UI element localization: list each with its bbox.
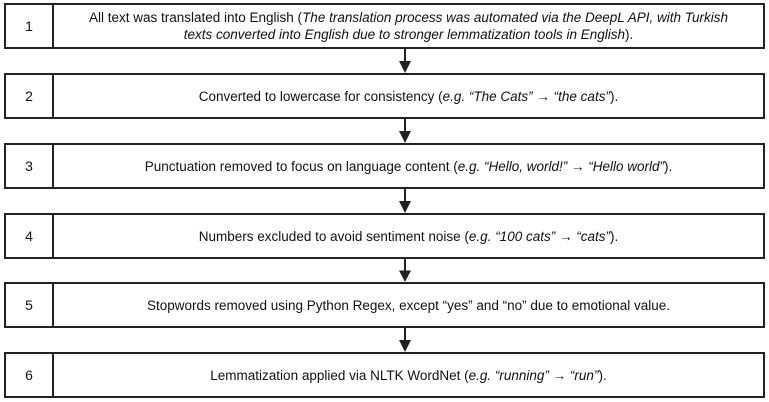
down-arrow-icon <box>399 189 411 213</box>
step-number: 6 <box>6 354 54 396</box>
italic-note: e.g. “running” → “run” <box>468 367 599 383</box>
text-segment: Converted to lowercase for consistency ( <box>198 88 443 104</box>
down-arrow-icon <box>399 119 411 143</box>
text-segment: Numbers excluded to avoid sentiment nois… <box>198 228 469 244</box>
step-number: 4 <box>6 215 54 257</box>
text-segment: All text was translated into English ( <box>88 10 303 25</box>
step-number: 1 <box>6 5 54 47</box>
text-segment: ). <box>664 158 673 174</box>
down-arrow-icon <box>399 328 411 352</box>
text-segment: ). <box>609 88 619 104</box>
step-description: Stopwords removed using Python Regex, ex… <box>54 284 763 326</box>
step-5-box: 5 Stopwords removed using Python Regex, e… <box>4 282 765 328</box>
text-segment: Punctuation removed to focus on language… <box>144 158 458 174</box>
italic-note: e.g. “The Cats” → “the cats” <box>442 88 610 104</box>
italic-note: e.g. “Hello, world!” → “Hello world” <box>457 158 665 174</box>
step-3-box: 3 Punctuation removed to focus on languag… <box>4 143 765 189</box>
step-description: All text was translated into English (Th… <box>54 5 763 47</box>
down-arrow-icon <box>399 259 411 282</box>
text-segment: ). <box>625 27 634 42</box>
text-segment: Stopwords removed using Python Regex, ex… <box>146 297 671 313</box>
step-4-box: 4 Numbers excluded to avoid sentiment noi… <box>4 213 765 259</box>
step-description: Lemmatization applied via NLTK WordNet (… <box>54 354 763 396</box>
step-description: Converted to lowercase for consistency (… <box>54 75 763 117</box>
step-description: Numbers excluded to avoid sentiment nois… <box>54 215 763 257</box>
step-number: 2 <box>6 75 54 117</box>
text-segment: ). <box>598 367 607 383</box>
down-arrow-icon <box>399 49 411 73</box>
step-description: Punctuation removed to focus on language… <box>54 145 763 187</box>
text-segment: Lemmatization applied via NLTK WordNet ( <box>210 367 469 383</box>
italic-note: e.g. “100 cats” → “cats” <box>468 228 610 244</box>
italic-note: The translation process was automated vi… <box>183 10 729 42</box>
step-number: 5 <box>6 284 54 326</box>
step-number: 3 <box>6 145 54 187</box>
text-segment: ). <box>609 228 619 244</box>
